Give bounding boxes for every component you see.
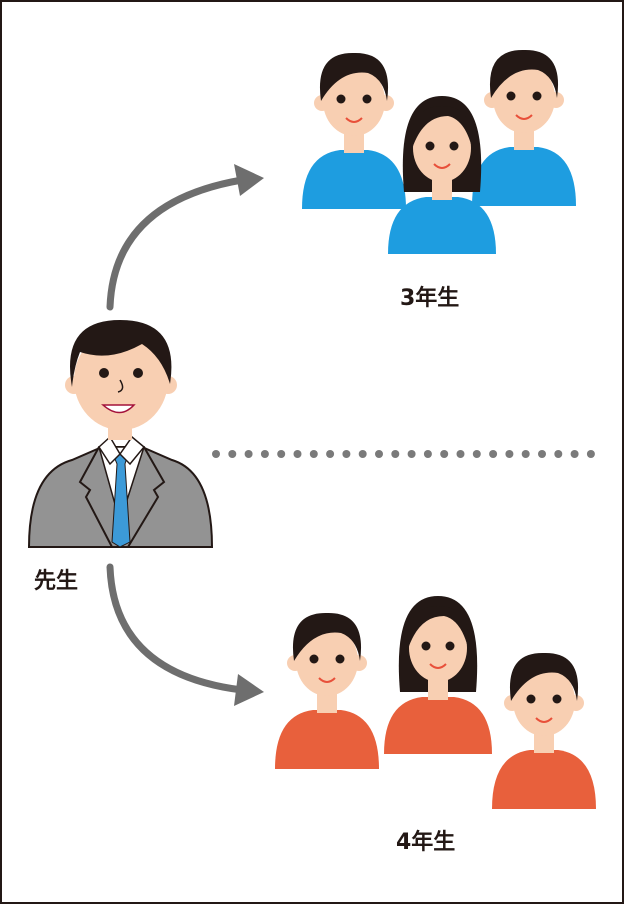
divider-dot	[309, 450, 318, 458]
divider-dot	[212, 450, 220, 458]
divider-dot	[260, 450, 269, 458]
arrow-to-grade3	[106, 164, 264, 311]
divider-dot	[228, 450, 237, 458]
grade3-students	[301, 48, 577, 255]
divider-dot	[277, 450, 286, 458]
divider-dot	[423, 450, 432, 458]
divider-dot	[326, 450, 335, 458]
divider-dot	[586, 450, 595, 458]
divider-dot	[505, 450, 514, 458]
divider-dot	[358, 450, 367, 458]
divider-dot	[391, 450, 400, 458]
divider-dot	[440, 450, 449, 458]
grade4-student-middle	[383, 595, 493, 755]
grade4-label: 4年生	[396, 830, 456, 855]
teacher-label: 先生	[34, 569, 79, 594]
dotted-divider	[212, 450, 595, 458]
divider-dot	[456, 450, 465, 458]
divider-dot	[521, 450, 530, 458]
grade4-students	[274, 595, 597, 810]
divider-dot	[554, 450, 563, 458]
divider-dot	[407, 450, 416, 458]
grade3-student-boy-left	[301, 51, 407, 211]
grade3-student-boy-right	[471, 48, 577, 208]
arrow-to-grade4	[106, 563, 264, 706]
divider-dot	[472, 450, 481, 458]
divider-dot	[375, 450, 383, 458]
divider-dot	[538, 450, 546, 458]
divider-dot	[293, 450, 302, 458]
grade3-label: 3年生	[400, 286, 460, 311]
divider-dot	[244, 450, 253, 458]
divider-dot	[342, 450, 351, 458]
grade4-student-left	[274, 611, 380, 770]
teacher-figure	[27, 320, 214, 548]
divider-dot	[570, 450, 579, 458]
grade4-student-right	[491, 651, 597, 810]
divider-dot	[489, 450, 498, 458]
grade3-student-girl	[387, 95, 497, 255]
